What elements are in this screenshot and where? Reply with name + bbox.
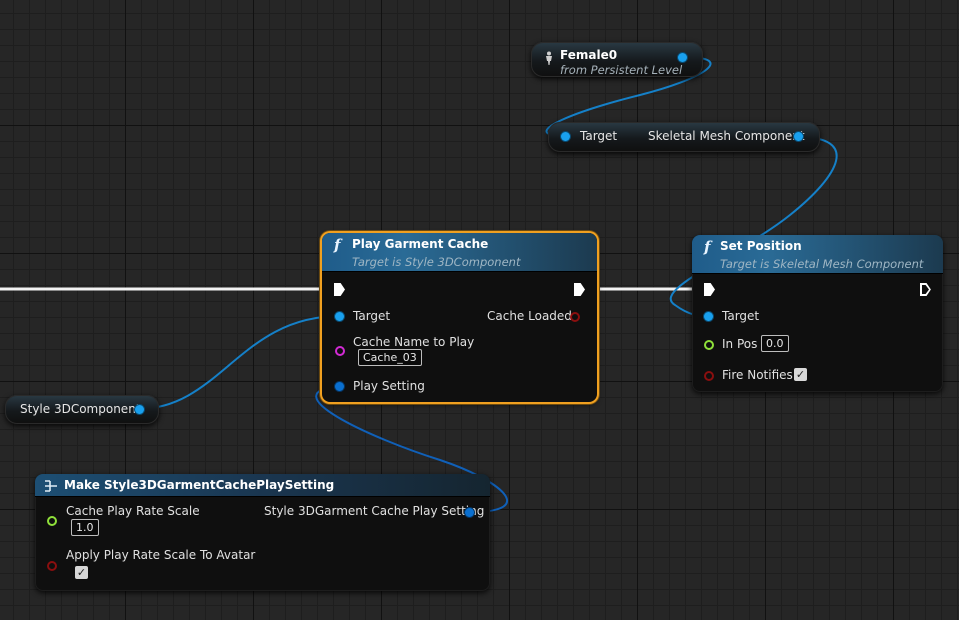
style3dcomponent-output-pin[interactable] [135,405,144,414]
play-garment-subtitle: Target is Style 3DComponent [352,255,521,269]
cache-loaded-label: Cache Loaded [487,309,572,323]
get-mesh-target-pin[interactable] [561,132,570,141]
fire-notifies-pin[interactable] [704,371,714,381]
female0-subtitle: from Persistent Level [560,63,683,77]
make-play-setting-header[interactable]: Make Style3DGarmentCachePlaySetting [35,474,490,497]
cache-name-label: Cache Name to Play [353,335,475,349]
person-icon [544,50,554,65]
female0-reference-node[interactable]: Female0 from Persistent Level [531,42,703,77]
wire-style-to-play-target [137,315,341,410]
apply-avatar-checkbox[interactable]: ✓ [75,566,88,579]
play-garment-exec-out[interactable] [574,283,585,296]
apply-avatar-label: Apply Play Rate Scale To Avatar [66,548,256,562]
make-struct-icon [44,478,58,492]
set-position-title: Set Position [720,239,802,253]
play-garment-header[interactable]: f Play Garment Cache Target is Style 3DC… [322,233,597,272]
function-icon: f [704,238,711,256]
play-setting-output-pin[interactable] [465,508,474,517]
style3dcomponent-reference-node[interactable]: Style 3DComponent [5,395,159,424]
apply-avatar-pin[interactable] [47,561,57,571]
make-play-setting-title: Make Style3DGarmentCachePlaySetting [64,478,335,492]
get-mesh-output-label: Skeletal Mesh Component [648,129,805,143]
set-position-exec-in[interactable] [704,283,715,296]
female0-title: Female0 [560,48,618,62]
set-position-header[interactable]: f Set Position Target is Skeletal Mesh C… [692,235,943,274]
get-mesh-target-label: Target [580,129,618,143]
rate-scale-input[interactable]: 1.0 [71,519,99,536]
in-pos-label: In Pos [722,337,758,351]
set-position-node[interactable]: f Set Position Target is Skeletal Mesh C… [692,235,943,392]
fire-notifies-checkbox[interactable]: ✓ [794,368,807,381]
female0-output-pin[interactable] [678,53,687,62]
set-position-target-pin[interactable] [704,312,713,321]
play-garment-cache-node[interactable]: f Play Garment Cache Target is Style 3DC… [322,233,597,402]
cache-loaded-pin[interactable] [570,312,580,322]
get-skeletal-mesh-node[interactable]: Target Skeletal Mesh Component [548,122,820,152]
set-position-subtitle: Target is Skeletal Mesh Component [720,257,924,271]
make-play-setting-node[interactable]: Make Style3DGarmentCachePlaySetting Cach… [35,474,490,591]
cache-name-pin[interactable] [335,346,345,356]
play-setting-output-label: Style 3DGarment Cache Play Setting [264,504,485,518]
wire-make-to-play-setting [315,385,508,513]
in-pos-pin[interactable] [704,340,714,350]
rate-scale-pin[interactable] [47,516,57,526]
style3dcomponent-label: Style 3DComponent [20,402,141,416]
play-setting-pin[interactable] [335,382,344,391]
function-icon: f [334,236,341,254]
cache-name-input[interactable]: Cache_03 [358,349,422,366]
play-setting-label: Play Setting [353,379,425,393]
get-mesh-output-pin[interactable] [794,132,803,141]
in-pos-input[interactable]: 0.0 [761,335,789,352]
set-position-target-label: Target [722,309,760,323]
play-garment-target-pin[interactable] [335,312,344,321]
set-position-exec-out[interactable] [920,283,931,296]
fire-notifies-label: Fire Notifies [722,368,793,382]
play-garment-target-label: Target [353,309,391,323]
wire-female-to-get-target [545,56,712,137]
play-garment-title: Play Garment Cache [352,237,489,251]
rate-scale-label: Cache Play Rate Scale [66,504,200,518]
play-garment-exec-in[interactable] [334,283,345,296]
